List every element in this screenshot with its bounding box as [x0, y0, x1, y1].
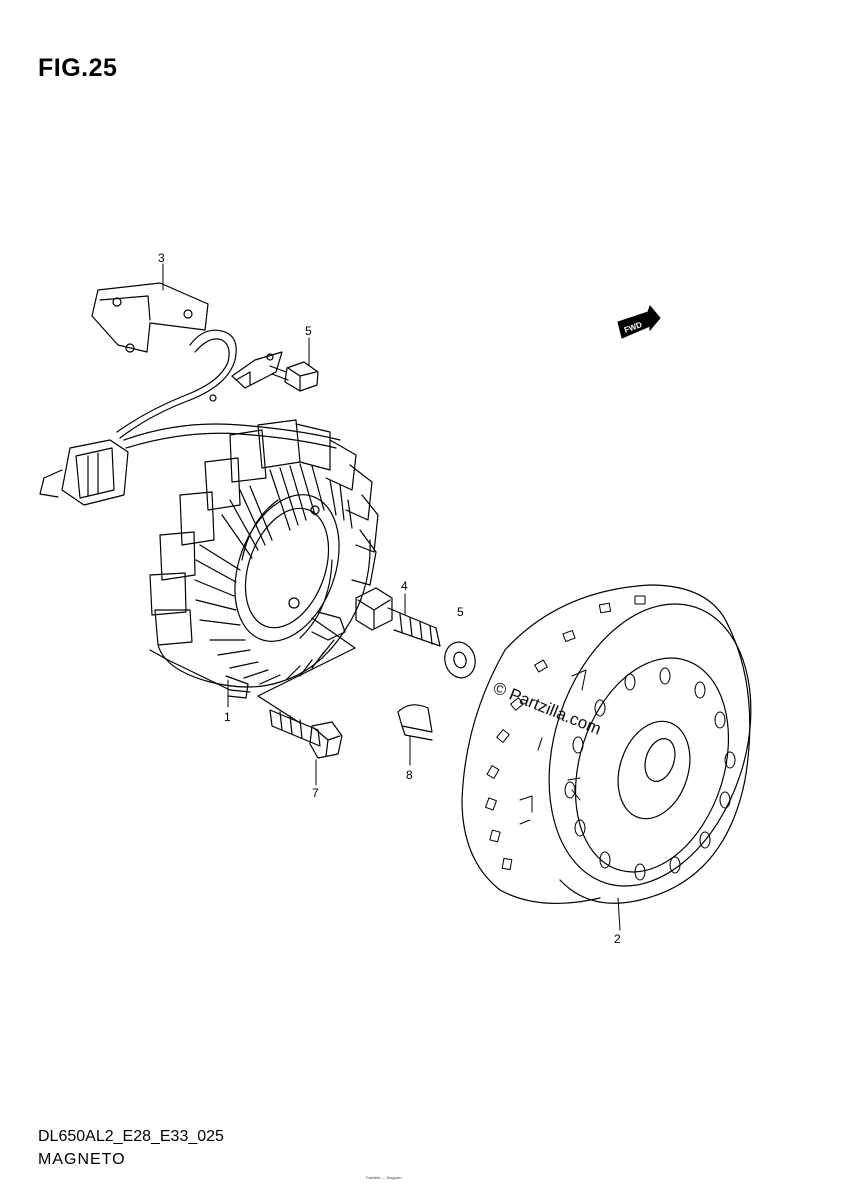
key-8 — [397, 704, 433, 741]
callout-4: 4 — [401, 579, 408, 593]
watermark-text: © Partzilla.com — [491, 678, 604, 739]
forward-direction-badge: FWD — [617, 304, 661, 339]
copyright-note: Partzilla — Diagram — [366, 1175, 402, 1180]
bolt-4 — [355, 587, 441, 647]
washer-5 — [444, 641, 476, 679]
callout-8: 8 — [406, 768, 413, 782]
figure-title: FIG.25 — [38, 54, 118, 82]
callout-3: 3 — [158, 251, 165, 265]
wire-harness — [39, 329, 341, 506]
callout-7: 7 — [312, 786, 319, 800]
callout-6: 5 — [305, 324, 312, 338]
callout-2: 2 — [614, 932, 621, 946]
stator-part — [149, 419, 379, 699]
section-name: MAGNETO — [38, 1151, 126, 1168]
callout-5-label: 5 — [457, 605, 464, 619]
bolt-7 — [269, 709, 343, 759]
bracket-part — [91, 282, 209, 353]
bolt-6 — [269, 361, 319, 392]
assembly-guide-lines — [257, 617, 356, 724]
callout-leaders — [162, 263, 621, 931]
callout-1: 1 — [224, 710, 231, 724]
rotor-part — [461, 584, 752, 905]
model-code: DL650AL2_E28_E33_025 — [38, 1128, 224, 1145]
